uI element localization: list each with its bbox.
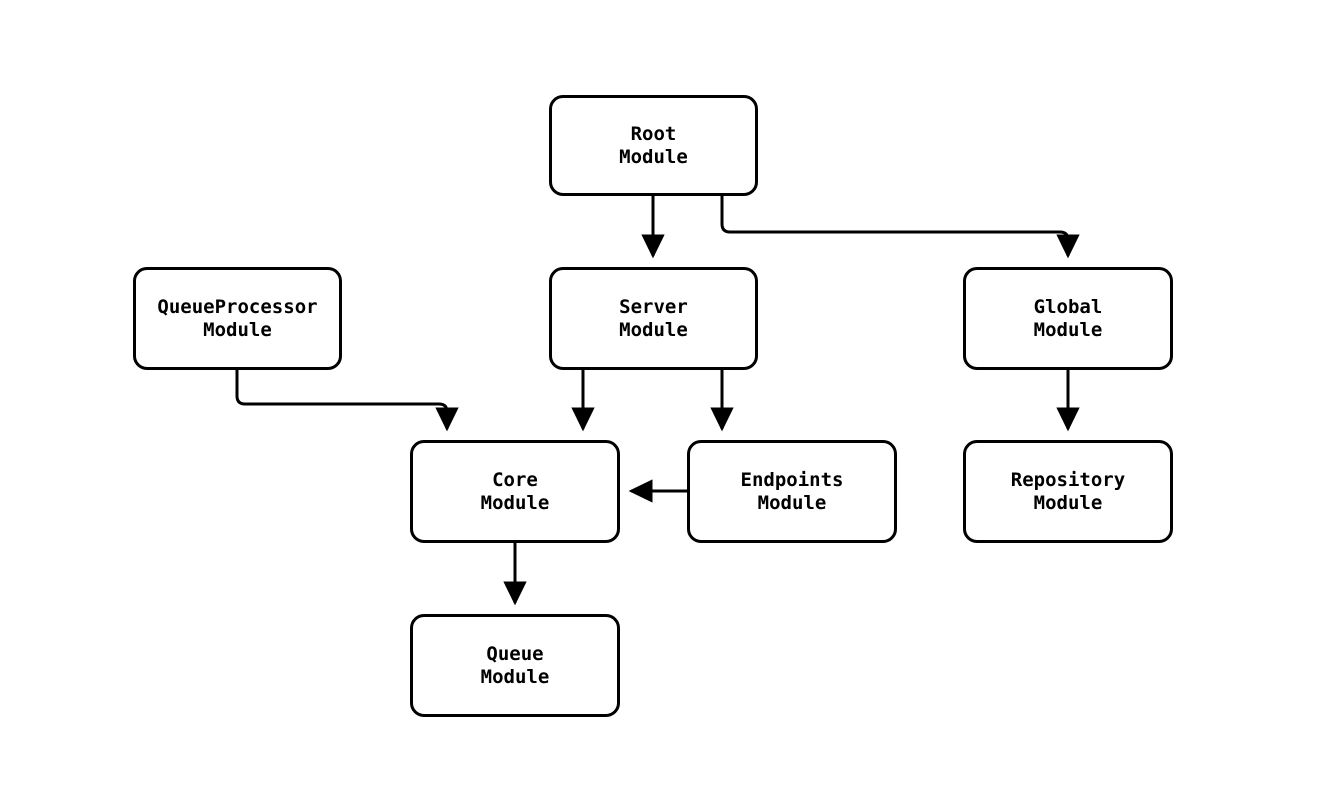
node-core[interactable]: Core Module bbox=[410, 440, 620, 543]
node-repository-label-line1: Repository bbox=[1010, 468, 1126, 491]
node-queue-label-line2: Module bbox=[480, 665, 550, 688]
node-root-label-line2: Module bbox=[619, 145, 688, 168]
node-endpoints-label-line2: Module bbox=[757, 491, 827, 514]
node-server-label-line2: Module bbox=[619, 318, 688, 341]
node-server-label-line1: Server bbox=[619, 295, 688, 318]
edge-root-to-global bbox=[720, 196, 1080, 259]
node-root[interactable]: Root Module bbox=[549, 95, 758, 196]
node-core-label-line1: Core bbox=[492, 468, 538, 491]
node-global[interactable]: Global Module bbox=[963, 267, 1173, 370]
node-repository[interactable]: Repository Module bbox=[963, 440, 1173, 543]
node-queueprocessor-label-line2: Module bbox=[203, 318, 272, 341]
node-global-label-line1: Global bbox=[1033, 295, 1103, 318]
node-global-label-line2: Module bbox=[1033, 318, 1103, 341]
node-queue-label-line1: Queue bbox=[486, 642, 544, 665]
node-queueprocessor[interactable]: QueueProcessor Module bbox=[133, 267, 342, 370]
edge-queueprocessor-to-core bbox=[235, 370, 459, 432]
node-endpoints-label-line1: Endpoints bbox=[740, 468, 844, 491]
node-endpoints[interactable]: Endpoints Module bbox=[687, 440, 897, 543]
node-queue[interactable]: Queue Module bbox=[410, 614, 620, 717]
node-repository-label-line2: Module bbox=[1033, 491, 1103, 514]
node-root-label-line1: Root bbox=[630, 122, 677, 145]
node-server[interactable]: Server Module bbox=[549, 267, 758, 370]
node-queueprocessor-label-line1: QueueProcessor bbox=[157, 295, 318, 318]
node-core-label-line2: Module bbox=[480, 491, 550, 514]
